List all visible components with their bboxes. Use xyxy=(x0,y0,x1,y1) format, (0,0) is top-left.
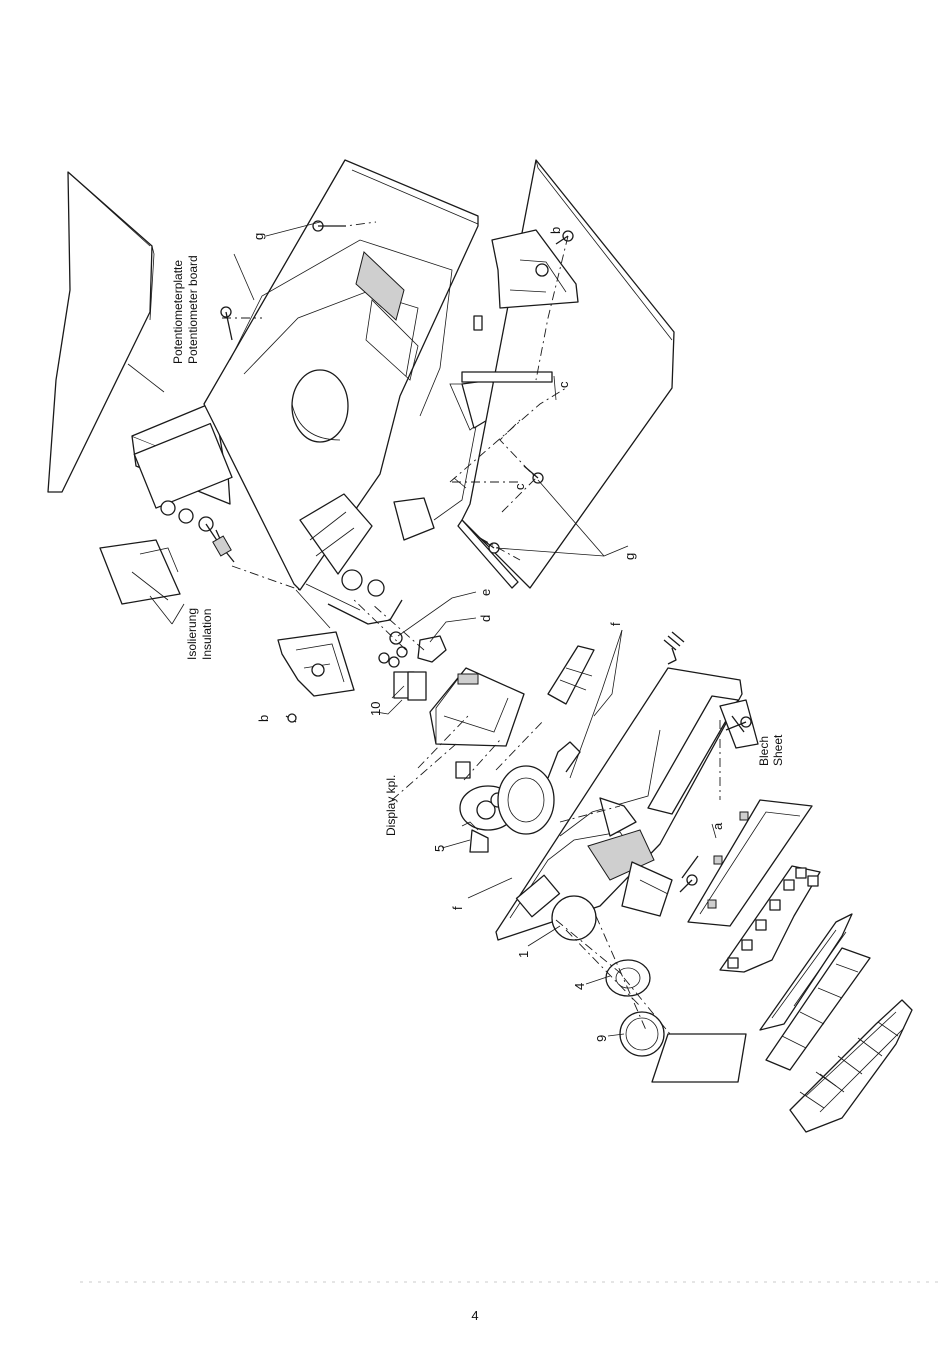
callout-5: 5 xyxy=(432,845,447,852)
callout-c-upper: c xyxy=(556,381,571,388)
callout-9: 9 xyxy=(594,1035,609,1042)
label-potentiometer-en: Potentiometer board xyxy=(186,255,200,364)
label-insulation-de: Isolierung xyxy=(185,608,199,660)
main-chassis xyxy=(204,160,504,628)
side-panel xyxy=(458,160,674,588)
window-glass xyxy=(652,1034,746,1082)
label-sheet-de: Blech xyxy=(757,736,771,766)
display-assembly xyxy=(430,668,524,778)
label-display: Display kpl. xyxy=(384,775,398,836)
callout-b-left: b xyxy=(256,715,271,722)
callout-f-top: f xyxy=(608,622,623,626)
label-insulation-en: Insulation xyxy=(200,609,214,660)
label-sheet-en: Sheet xyxy=(771,734,785,766)
callout-g-top: g xyxy=(251,233,266,240)
callout-f-left: f xyxy=(450,906,465,910)
callout-c-lower: c xyxy=(512,483,527,490)
callout-g-right: g xyxy=(622,553,637,560)
callout-1: 1 xyxy=(516,951,531,958)
callout-d: d xyxy=(478,615,493,622)
left-bracket xyxy=(278,632,354,722)
callout-b-right: b xyxy=(548,227,563,234)
callout-10: 10 xyxy=(368,702,383,716)
page-number: 4 xyxy=(0,1308,950,1323)
callout-4: 4 xyxy=(572,983,587,990)
callout-a: a xyxy=(710,822,725,830)
insulation-sheet xyxy=(100,540,180,624)
label-potentiometer-de: Potentiometerplatte xyxy=(171,260,185,364)
knob-parts xyxy=(606,960,664,1056)
small-hardware xyxy=(376,632,446,714)
callout-e: e xyxy=(478,589,493,596)
